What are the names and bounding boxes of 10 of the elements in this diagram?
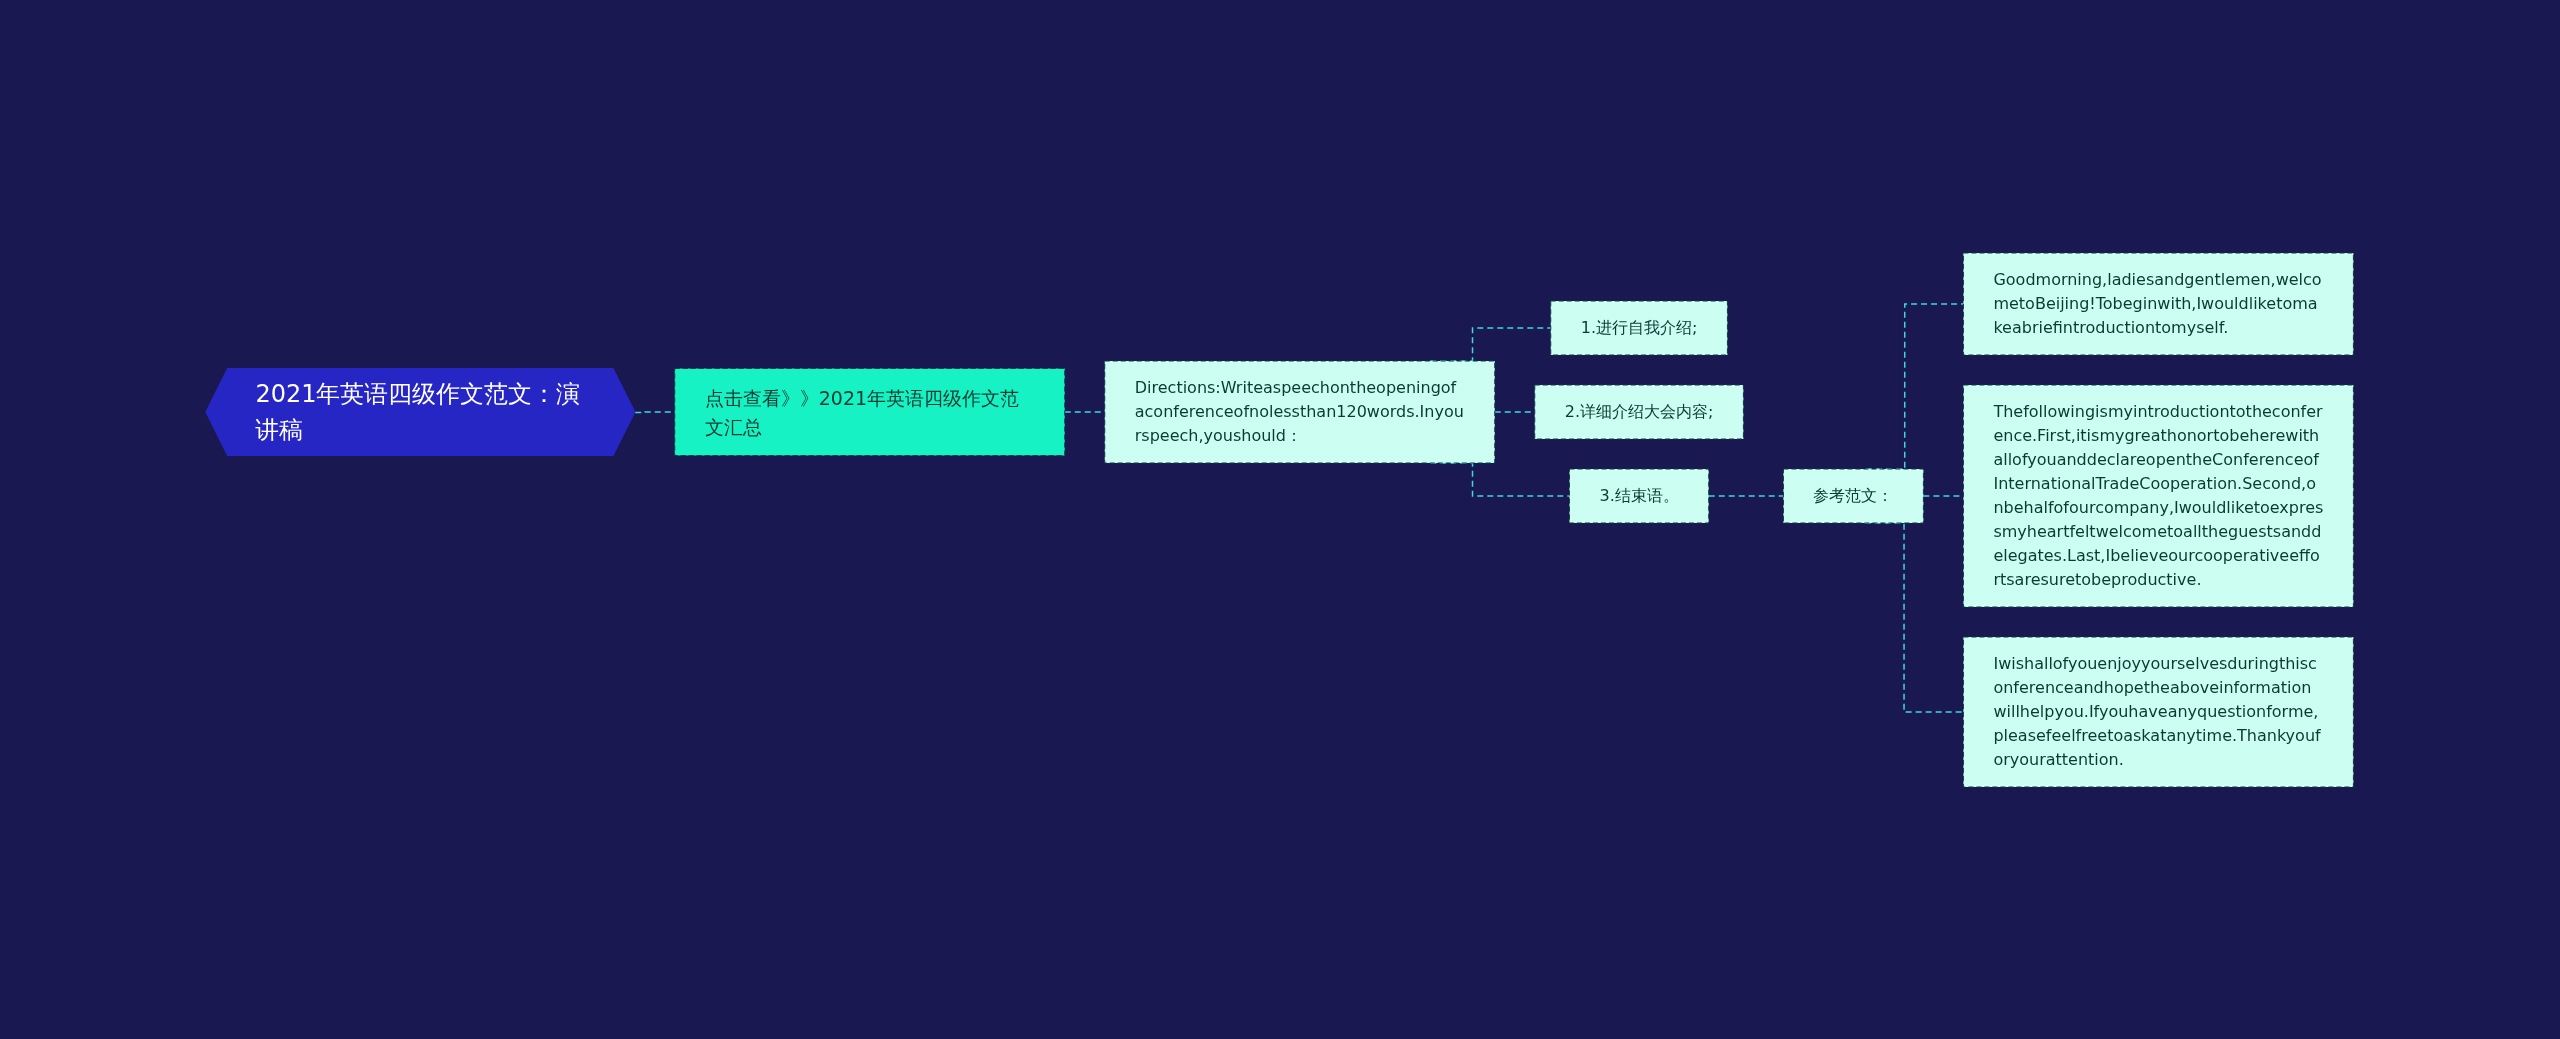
node-box: 3.结束语。 [1569,468,1710,523]
node-box: 点击查看》》2021年英语四级作文范文汇总 [674,367,1066,456]
node-box: Thefollowingismyintroductiontotheconference.First,itismygreathonortobeherewithallofyouanddeclareopentheConferenceofInternationalTradeCooperation.Second,onbehalfofourcompany,Iwouldliketoexpressmyheartfeltwelcometoalltheguestsanddelegates.Last,Ibelieveourcooperativeeffortsaresuretobeproductive. [1963,384,2355,607]
node-box: 1.进行自我介绍; [1550,300,1729,355]
node-box: Directions:Writeaspeechontheopeningofaconferenceofnolessthan120words.Inyourspeech,youshould： [1104,360,1496,463]
node-box: 2.详细介绍大会内容; [1534,384,1745,439]
connector [1708,494,1785,497]
node-box: Iwishallofyouenjoyyourselvesduringthisconferenceandhopetheaboveinformationwillhelpyou.Ifyouhaveanyquestionforme,pleasefeelfreetoaskatanytime.Thankyouforyourattention. [1963,636,2355,787]
node-box: 参考范文： [1783,468,1925,523]
node-box: Goodmorning,ladiesandgentlemen,welcometoBeijing!Tobeginwith,Iwouldliketomakeabriefintroductiontomyself. [1963,252,2355,355]
